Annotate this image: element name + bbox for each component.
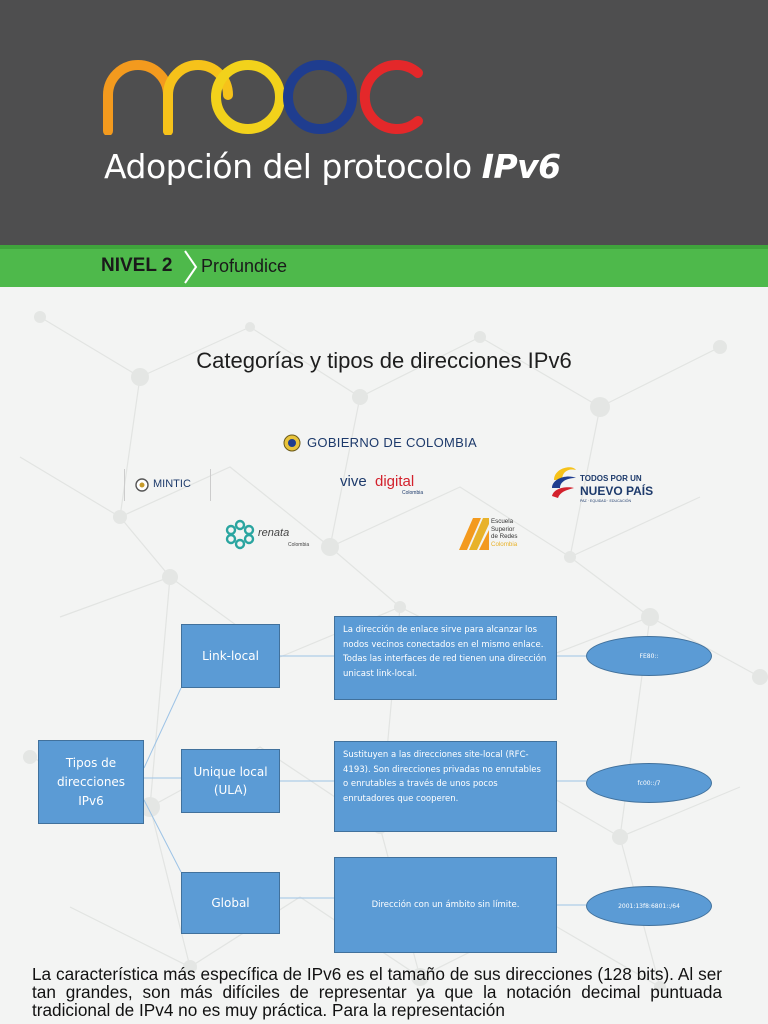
type-box-unique-local: Unique local (ULA) (181, 749, 280, 813)
vive-digital-logo: vive digital Colombia (340, 473, 440, 503)
escuela-stripes-icon (459, 518, 489, 550)
renata-flower-icon (225, 519, 255, 550)
mooc-logo (103, 60, 423, 135)
vive-country-text: Colombia (402, 490, 424, 496)
level-name: Profundice (201, 256, 288, 276)
desc-box-link-local: La dirección de enlace sirve para alcanz… (334, 616, 557, 700)
document-title: Categorías y tipos de direcciones IPv6 (196, 348, 572, 373)
type-label: Link-local (202, 649, 259, 663)
subtitle-text: Adopción del protocolo (104, 147, 482, 186)
renata-text: renata (258, 527, 290, 539)
desc-box-unique-local: Sustituyen a las direcciones site-local … (334, 741, 557, 832)
type-label: Global (211, 896, 250, 910)
todos-text: TODOS POR UN (580, 474, 642, 483)
gobierno-logo: GOBIERNO DE COLOMBIA (283, 432, 493, 454)
type-description: Sustituyen a las direcciones site-local … (343, 750, 541, 804)
type-description: La dirección de enlace sirve para alcanz… (343, 625, 547, 679)
type-label: Unique local (ULA) (193, 765, 268, 797)
todos-tagline-text: PAZ · EQUIDAD · EDUCACIÓN (580, 499, 632, 503)
mintic-text: MINTIC (153, 478, 191, 490)
level-number: NIVEL 2 (101, 255, 173, 276)
type-box-global: Global (181, 872, 280, 934)
digital-text: digital (375, 473, 415, 490)
gobierno-text: GOBIERNO DE COLOMBIA (307, 435, 477, 450)
level-bar-strip (0, 245, 768, 249)
escuela-line-3: de Redes (491, 533, 518, 540)
prefix-oval-unique-local: fc00::/7 (586, 763, 712, 803)
mintic-emblem-icon (135, 478, 149, 492)
type-description: Dirección con un ámbito sin límite. (371, 900, 520, 910)
chevron-right-icon (184, 250, 198, 284)
vive-text: vive (340, 473, 367, 490)
body-paragraph: La característica más específica de IPv6… (32, 964, 722, 1020)
nuevo-pais-text: NUEVO PAÍS (580, 484, 654, 498)
prefix-oval-global: 2001:13f8:6801::/64 (586, 886, 712, 926)
coat-of-arms-icon (283, 434, 301, 452)
renata-logo: renata Colombia (224, 518, 324, 552)
escuela-line-2: Superior (491, 525, 515, 533)
diagram-root-label: Tipos de direcciones IPv6 (56, 755, 126, 808)
prefix-oval-link-local: FE80:: (586, 636, 712, 676)
subtitle-emphasis: IPv6 (481, 147, 561, 186)
prefix-label: FE80:: (639, 652, 659, 660)
prefix-label: fc00::/7 (637, 779, 661, 787)
prefix-label: 2001:13f8:6801::/64 (618, 902, 680, 910)
diagram-root-box: Tipos de direcciones IPv6 (38, 740, 144, 824)
escuela-text-block: Escuela Superior de Redes Colombia (491, 518, 518, 548)
todos-por-un-nuevo-pais-logo: TODOS POR UN NUEVO PAÍS PAZ · EQUIDAD · … (548, 462, 658, 508)
type-box-link-local: Link-local (181, 624, 280, 688)
course-header: Adopción del protocolo IPv6 (0, 0, 768, 245)
flag-swoosh-icon (552, 467, 576, 498)
escuela-superior-redes-logo: Escuela Superior de Redes Colombia (459, 518, 529, 552)
level-bar (0, 245, 768, 287)
escuela-line-4: Colombia (491, 540, 518, 548)
renata-country-text: Colombia (288, 542, 310, 548)
escuela-line-1: Escuela (491, 518, 514, 525)
mintic-logo: MINTIC (124, 469, 211, 501)
desc-box-global: Dirección con un ámbito sin límite. (334, 857, 557, 953)
course-subtitle: Adopción del protocolo IPv6 (104, 147, 561, 186)
